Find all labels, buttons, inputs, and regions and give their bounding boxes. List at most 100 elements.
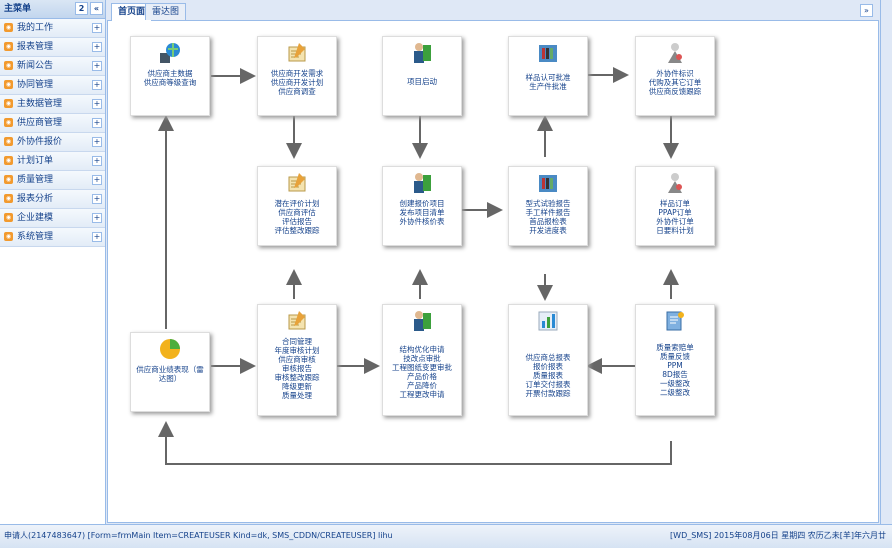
expand-icon[interactable]: +: [92, 80, 102, 90]
tab-radar[interactable]: 雷达图: [145, 3, 187, 20]
status-bar: 申请人(2147483647) [Form=frmMain Item=CREAT…: [0, 524, 892, 548]
node-text: 产品价格: [407, 372, 437, 381]
workflow-canvas: 供应商主数据供应商等级查询 供应商开发需求供应商开发计划供应商调查 项目启动 样…: [107, 21, 879, 523]
node-text: 评估整改跟踪: [274, 226, 320, 235]
node-text: 8D报告: [662, 370, 688, 379]
node-supplier-development[interactable]: 供应商开发需求供应商开发计划供应商调查: [257, 36, 337, 116]
node-text: 技改点审批: [403, 354, 441, 363]
sidebar-item-label: 企业建模: [17, 213, 54, 223]
sidebar-settings-icon[interactable]: 2: [75, 2, 88, 15]
expand-icon[interactable]: +: [92, 61, 102, 71]
workflow-connectors: [158, 67, 679, 465]
node-text: 供应商评估: [278, 208, 316, 217]
node-text: 降级更新: [282, 382, 312, 391]
sidebar-item-quote[interactable]: ◉外协件报价+: [0, 133, 105, 152]
rss-icon: ◉: [4, 232, 13, 241]
node-text: 供应商等级查询: [143, 78, 197, 87]
rss-icon: ◉: [4, 42, 13, 51]
sidebar-item-label: 我的工作: [17, 23, 54, 33]
status-user-info: 申请人(2147483647) [Form=frmMain Item=CREAT…: [4, 531, 393, 540]
expand-icon[interactable]: +: [92, 175, 102, 185]
node-test-reports[interactable]: 型式试验报告手工样件报告首品报检表开发进度表: [508, 166, 588, 246]
globe-icon: [160, 43, 180, 63]
sidebar-item-label: 协同管理: [17, 80, 54, 90]
sidebar-item-label: 系统管理: [17, 232, 54, 242]
node-potential-evaluation[interactable]: 潜在评价计划供应商评估评估报告评估整改跟踪: [257, 166, 337, 246]
node-text: 供应商开发需求: [270, 69, 324, 78]
node-supplier-performance-radar[interactable]: 供应商业绩表现（雷达图）: [130, 332, 210, 412]
sidebar-item-analysis[interactable]: ◉报表分析+: [0, 190, 105, 209]
sidebar-item-quality[interactable]: ◉质量管理+: [0, 171, 105, 190]
node-text: 手工样件报告: [525, 208, 571, 217]
arrow: [158, 421, 672, 465]
sidebar-item-modeling[interactable]: ◉ 企业建模 +: [0, 209, 105, 228]
sidebar-header: 主菜单 2 «: [0, 0, 105, 19]
rss-icon: ◉: [4, 156, 13, 165]
rss-icon: ◉: [4, 99, 13, 108]
collapse-left-icon[interactable]: «: [90, 2, 103, 15]
node-supplier-master[interactable]: 供应商主数据供应商等级查询: [130, 36, 210, 116]
node-sample-approval[interactable]: 样品认可批准生产件批准: [508, 36, 588, 116]
node-quote-project[interactable]: 创建报价项目发布项目清单外协件核价表: [382, 166, 462, 246]
sidebar-item-label: 计划订单: [17, 156, 54, 166]
rss-icon: ◉: [4, 80, 13, 89]
node-project-start[interactable]: 项目启动: [382, 36, 462, 116]
sidebar-item-label: 报表分析: [17, 194, 54, 204]
sidebar-item-label: 主数据管理: [17, 99, 63, 109]
node-contract-management[interactable]: 合同管理年度审核计划供应商审核审核报告审核整改跟踪降级更新质量处理: [257, 304, 337, 416]
node-text: 外协件订单: [656, 217, 694, 226]
node-supplier-reports[interactable]: 供应商总报表报价报表质量报表订单交付报表开票付款跟踪: [508, 304, 588, 416]
expand-icon[interactable]: +: [92, 23, 102, 33]
node-text: 项目启动: [407, 77, 437, 86]
sidebar-item-my-work[interactable]: ◉我的工作+: [0, 19, 105, 38]
sidebar-item-label: 报表管理: [17, 42, 54, 52]
node-text: 型式试验报告: [525, 199, 571, 208]
books-folder-icon: [539, 175, 557, 192]
document-tools-icon: [666, 311, 684, 331]
person-book-icon: [414, 311, 431, 331]
node-structure-optimization[interactable]: 结构优化申请技改点审批工程图纸变更审批产品价格产品降价工程更改申请: [382, 304, 462, 416]
node-text: 合同管理: [282, 337, 312, 346]
node-text: 质量索赔单: [656, 343, 694, 352]
node-text: 报价报表: [533, 362, 563, 371]
expand-icon[interactable]: +: [92, 42, 102, 52]
document-pen-icon: [288, 173, 306, 192]
bar-chart-icon: [538, 311, 558, 331]
expand-icon[interactable]: +: [92, 213, 102, 223]
sidebar-item-collab[interactable]: ◉ 协同管理 +: [0, 76, 105, 95]
expand-icon[interactable]: +: [92, 137, 102, 147]
expand-icon[interactable]: +: [92, 232, 102, 242]
node-text: 订单交付报表: [525, 380, 571, 389]
sidebar-item-news[interactable]: ◉新闻公告+: [0, 57, 105, 76]
node-text: 开票付款跟踪: [525, 389, 571, 398]
sidebar-item-master-data[interactable]: ◉ 主数据管理 +: [0, 95, 105, 114]
node-text: 供应商反馈跟踪: [648, 87, 702, 96]
main-menu-sidebar: 主菜单 2 « ◉ 我的工作 + ◉ 报表管理 + ◉新闻公告+ ◉ 协同管理 + ◉ 主数据…: [0, 0, 106, 524]
node-text: 审核整改跟踪: [274, 373, 320, 382]
node-text: 供应商审核: [278, 355, 316, 364]
collapse-right-icon[interactable]: »: [860, 4, 873, 17]
expand-icon[interactable]: +: [92, 118, 102, 128]
expand-icon[interactable]: +: [92, 156, 102, 166]
rss-icon: ◉: [4, 137, 13, 146]
node-text: 样品认可批准: [525, 73, 571, 82]
sidebar-item-system[interactable]: ◉ 系统管理 +: [0, 228, 105, 247]
sidebar-item-reports[interactable]: ◉ 报表管理 +: [0, 38, 105, 57]
rss-icon: ◉: [4, 213, 13, 222]
sidebar-item-supplier[interactable]: ◉供应商管理+: [0, 114, 105, 133]
node-text: 一级整改: [660, 379, 690, 388]
expand-icon[interactable]: +: [92, 194, 102, 204]
expand-icon[interactable]: +: [92, 99, 102, 109]
node-outsourced-parts[interactable]: 外协件标识代购及其它订单供应商反馈跟踪: [635, 36, 715, 116]
node-text: 产品降价: [407, 381, 437, 390]
node-text: 供应商总报表: [525, 353, 571, 362]
right-collapsed-panel[interactable]: [880, 0, 892, 524]
person-gear-icon: [668, 173, 682, 193]
person-book-icon: [414, 43, 431, 63]
node-text: 外协件核价表: [399, 217, 445, 226]
sidebar-item-orders[interactable]: ◉ 计划订单 +: [0, 152, 105, 171]
node-text: 工程更改申请: [399, 390, 445, 399]
person-gear-icon: [668, 43, 682, 63]
